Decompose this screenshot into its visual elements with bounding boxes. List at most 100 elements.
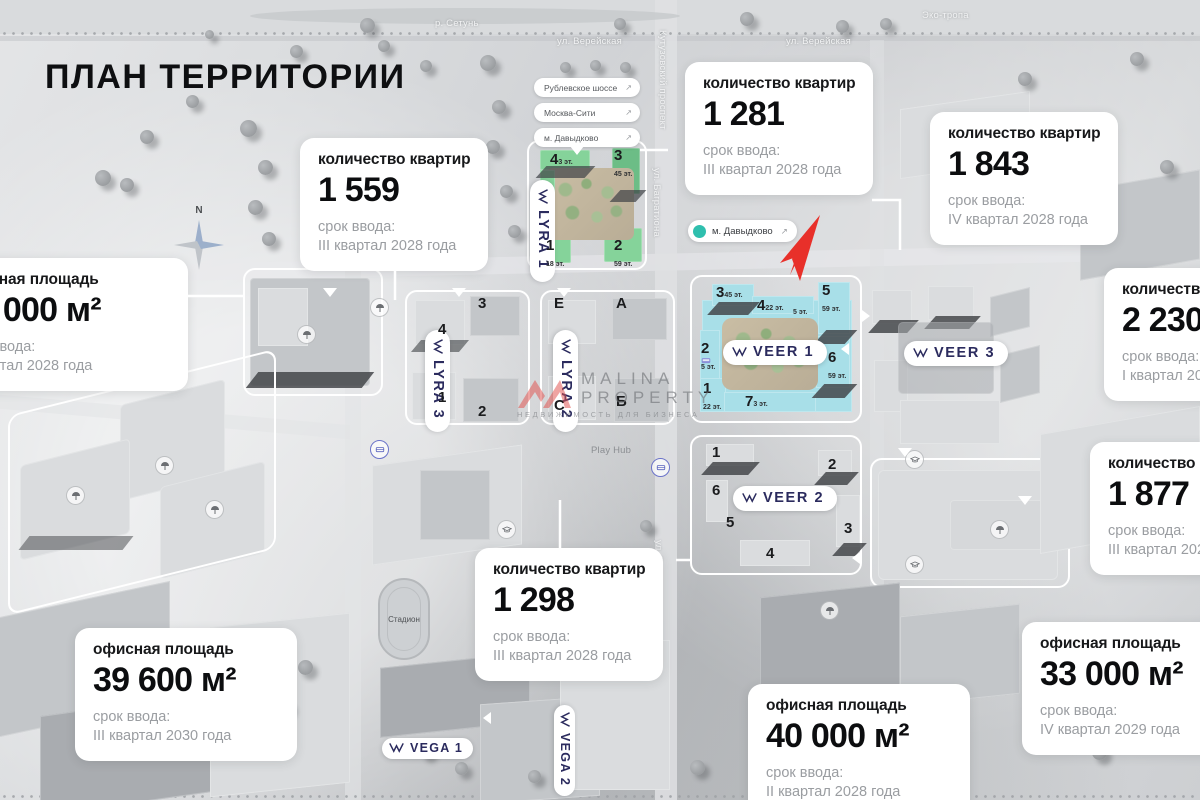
tree <box>455 762 468 775</box>
umbrella-icon <box>302 330 311 339</box>
info-card-term-label: срок ввода: <box>1122 349 1200 366</box>
entry-marker-icon <box>1018 496 1032 505</box>
route-chip-label: м. Давыдково <box>544 132 599 143</box>
info-card-term-value: II квартал 2028 года <box>766 783 901 800</box>
tree <box>1160 160 1174 174</box>
amenity-icon <box>990 520 1009 539</box>
building-number: 3 <box>716 284 725 301</box>
building-floors: 3 эт. <box>558 159 573 166</box>
info-card-office-56000[interactable]: офисная площадь 56 000 м² срок ввода: II… <box>0 258 188 391</box>
building-number-veer1-5et: 5 эт. <box>793 302 807 318</box>
building-mass-veer2-1 <box>706 444 754 466</box>
route-chip-group: Рублевское шоссе ↗ Москва-Сити ↗ м. Давы… <box>534 78 640 147</box>
building-number: 4 <box>766 545 775 562</box>
info-card-apartments-1559[interactable]: количество квартир 1 559 срок ввода: III… <box>300 138 488 271</box>
entry-marker-icon <box>483 712 491 724</box>
route-chip-moscow-city[interactable]: Москва-Сити ↗ <box>534 103 640 122</box>
tree <box>620 62 631 73</box>
arrow-up-right-icon: ↗ <box>625 83 632 92</box>
tree <box>205 30 214 39</box>
building-number: 1 <box>712 444 721 461</box>
umbrella-icon <box>995 525 1004 534</box>
entry-marker-icon <box>841 343 849 355</box>
info-card-office-40000[interactable]: офисная площадь 40 000 м² срок ввода: II… <box>748 684 970 800</box>
street-label-ecotropa: Эко-тропа <box>922 10 969 21</box>
building-number: 3 <box>844 520 853 537</box>
building-floors: 45 эт. <box>614 171 633 178</box>
river-setun <box>250 8 680 24</box>
building-number-veer2-3: 3 <box>844 521 852 537</box>
pointer-arrow-icon <box>780 215 820 281</box>
street-label-bagrationa: ул. Багратиона <box>651 168 662 237</box>
building-mass <box>872 290 912 324</box>
info-card-apartments-2230[interactable]: количество квартир 2 230 срок ввода: I к… <box>1104 268 1200 401</box>
tree <box>560 62 571 73</box>
info-card-office-33000[interactable]: офисная площадь 33 000 м² срок ввода: IV… <box>1022 622 1200 755</box>
tree <box>508 225 521 238</box>
info-card-term-label: срок ввода: <box>493 629 571 646</box>
tree <box>258 160 273 175</box>
bus-icon <box>375 446 384 452</box>
building-number-veer2-2: 2 <box>828 457 836 473</box>
building-number: 4 <box>550 151 559 168</box>
building-mass <box>420 470 490 540</box>
building-number-lyra3-4: 4 <box>438 322 446 338</box>
building-floors: 22 эт. <box>703 404 722 411</box>
umbrella-icon <box>71 491 80 500</box>
building-mass-veer2-6 <box>706 480 728 522</box>
veer-logo-icon <box>732 346 747 357</box>
compass-north-label: N <box>195 205 203 216</box>
info-card-apartments-1298[interactable]: количество квартир 1 298 срок ввода: III… <box>475 548 663 681</box>
tree <box>690 760 705 775</box>
project-label-vega-1[interactable]: VEGA 1 <box>382 738 474 759</box>
tree <box>590 60 601 71</box>
project-label-text: VEER 2 <box>763 490 825 506</box>
project-label-lyra-2[interactable]: LYRA 2 <box>553 330 578 433</box>
info-card-office-39600[interactable]: офисная площадь 39 600 м² срок ввода: II… <box>75 628 297 761</box>
info-card-term-label: срок ввода: <box>766 765 844 782</box>
building-number-veer2-5: 5 <box>726 515 734 531</box>
info-card-label: количество квартир <box>493 561 646 578</box>
entry-marker-icon <box>862 310 870 322</box>
project-label-veer-2[interactable]: VEER 2 <box>733 486 838 511</box>
project-label-vega-2[interactable]: VEGA 2 <box>554 705 575 797</box>
info-card-apartments-1281[interactable]: количество квартир 1 281 срок ввода: III… <box>685 62 873 195</box>
info-card-value: 1 843 <box>948 145 1030 184</box>
info-card-label: офисная площадь <box>1040 635 1181 652</box>
umbrella-icon <box>375 303 384 312</box>
info-card-value: 56 000 м² <box>0 291 102 330</box>
block-outline-lyra3 <box>405 290 530 425</box>
graduation-cap-icon <box>501 525 512 532</box>
building-number: 2 <box>614 237 623 254</box>
building-mass-veer1-5 <box>818 282 850 334</box>
education-icon <box>905 555 924 574</box>
project-label-veer-1[interactable]: VEER 1 <box>723 340 828 365</box>
info-card-term-label: срок ввода: <box>0 339 36 356</box>
amenity-icon <box>155 456 174 475</box>
project-label-veer-3[interactable]: VEER 3 <box>904 341 1009 366</box>
building-number-lyra2-e: Е <box>554 296 564 312</box>
tree <box>248 200 263 215</box>
metro-marker-davydkovo[interactable]: м. Давыдково ↗ <box>688 220 797 242</box>
info-card-label: офисная площадь <box>93 641 234 658</box>
route-chip-rublevskoe[interactable]: Рублевское шоссе ↗ <box>534 78 640 97</box>
lyra1-courtyard-park <box>546 168 634 240</box>
arrow-up-right-icon: ↗ <box>625 133 632 142</box>
route-chip-davydkovo[interactable]: м. Давыдково ↗ <box>534 128 640 147</box>
project-label-lyra-3[interactable]: LYRA 3 <box>425 330 450 433</box>
street-label-vereyskaya-left: ул. Верейская <box>557 36 622 47</box>
info-card-label: количество квартир <box>703 75 856 92</box>
info-card-apartments-1877[interactable]: количество квартир 1 877 срок ввода: III… <box>1090 442 1200 575</box>
info-card-apartments-1843[interactable]: количество квартир 1 843 срок ввода: IV … <box>930 112 1118 245</box>
metro-marker-label: м. Давыдково <box>712 225 773 237</box>
project-label-lyra-1[interactable]: LYRA 1 <box>530 180 555 283</box>
building-number: Е <box>554 295 565 312</box>
tree <box>240 120 257 137</box>
info-card-value: 1 877 <box>1108 475 1190 514</box>
tree <box>95 170 111 186</box>
tree <box>298 660 313 675</box>
poi-play-hub-label: Play Hub <box>591 445 632 456</box>
building-number: 2 <box>701 340 710 357</box>
building-floors: 18 эт. <box>546 261 565 268</box>
